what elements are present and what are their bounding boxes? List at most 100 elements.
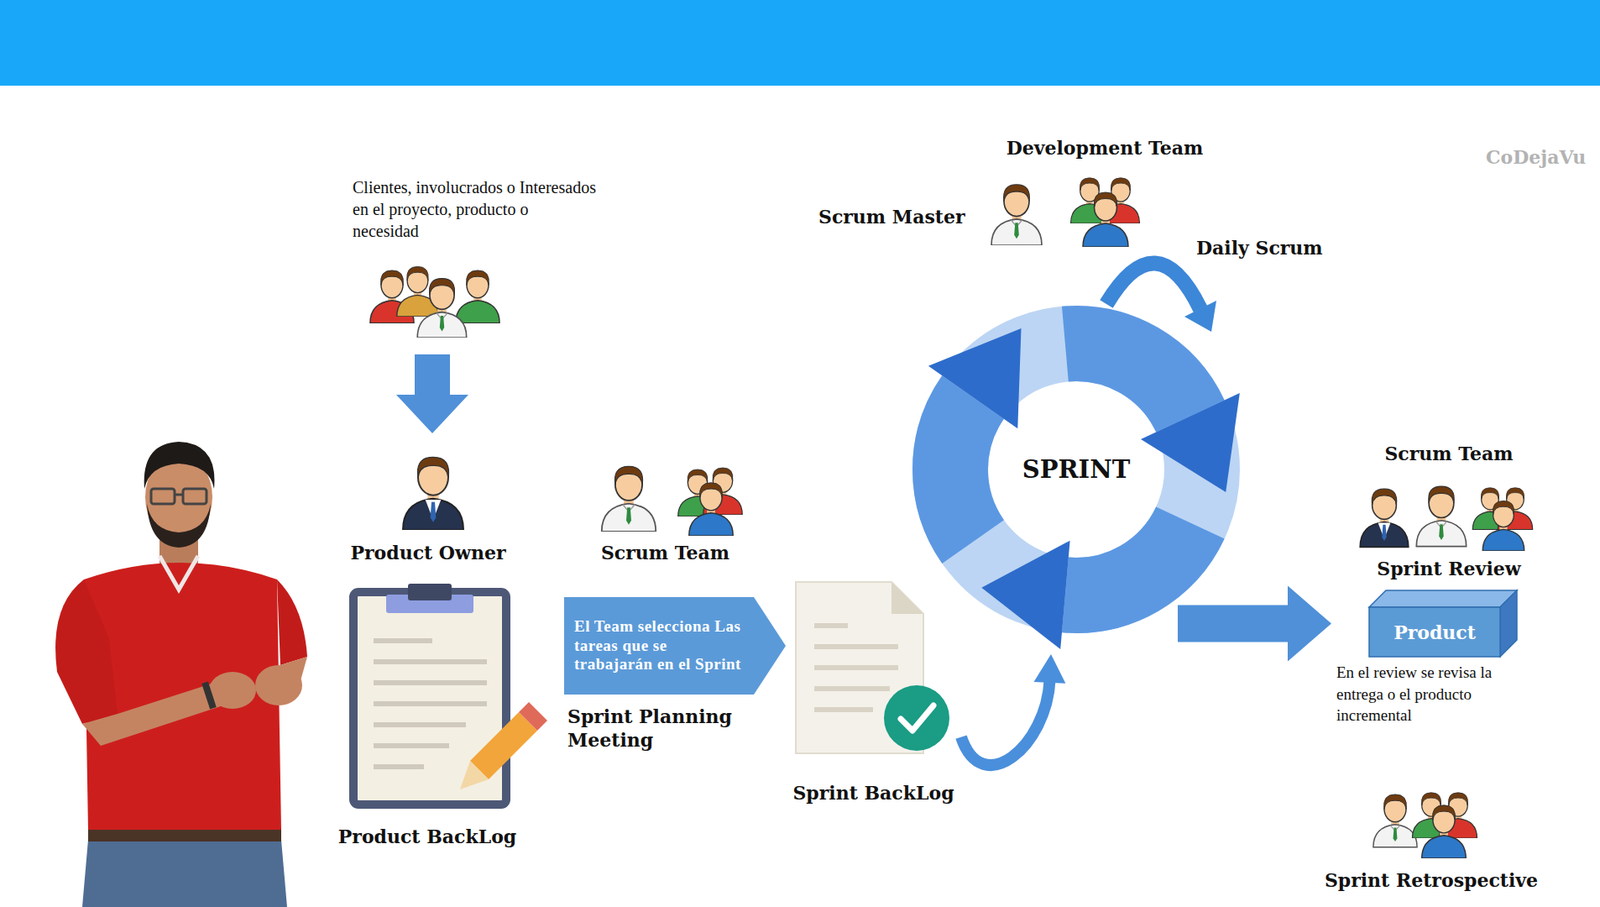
meeting-label: Sprint Planning Meeting	[567, 705, 765, 752]
text-line	[814, 706, 874, 712]
arrow-fill	[564, 596, 786, 695]
document-fold	[891, 581, 924, 614]
pencil-body	[470, 711, 538, 780]
person-icon	[1439, 792, 1478, 838]
clipboard-board	[353, 591, 507, 805]
forearm	[266, 656, 308, 699]
person-icon	[1412, 792, 1451, 838]
text-line	[373, 742, 450, 748]
text-line	[814, 622, 848, 628]
stakeholder-group: Clientes, involucrados o Interesados en …	[348, 176, 601, 345]
person-icon	[1416, 486, 1466, 547]
ring-head	[981, 540, 1070, 649]
person-icon	[1373, 794, 1417, 848]
loop-label: Daily Scrum	[1196, 236, 1323, 261]
head	[145, 453, 213, 541]
text-line	[814, 664, 899, 670]
fat-arrow	[396, 354, 469, 434]
ring-head	[928, 328, 1022, 429]
glasses	[151, 488, 175, 504]
glasses	[183, 488, 207, 504]
person-icon	[601, 465, 657, 532]
sprint-cycle: SPRINT	[874, 267, 1278, 671]
loop-head	[1184, 300, 1217, 332]
cube-front	[1369, 606, 1501, 657]
node-text: SPRINT	[1022, 454, 1131, 484]
text-line	[373, 721, 466, 727]
backlog-clipboard: Product BackLog	[332, 579, 523, 848]
sleeve	[55, 579, 118, 724]
ring-arc	[1065, 522, 1191, 596]
flow-arrow	[1177, 585, 1332, 662]
node-text: Clientes, involucrados o Interesados en …	[352, 176, 597, 242]
fat-arrow	[1177, 585, 1332, 662]
node-text: Sprint BackLog	[792, 781, 954, 806]
node-text: Product BackLog	[338, 825, 517, 849]
neck	[159, 527, 199, 565]
person-icon	[1359, 488, 1409, 547]
pencil-tip	[460, 760, 489, 790]
text-line	[814, 643, 899, 649]
node-text: El Team selecciona Las tareas que se tra…	[574, 616, 747, 675]
person-icon	[417, 278, 467, 338]
pencil-eraser	[518, 701, 548, 731]
header-bar	[0, 0, 1600, 86]
flow-arrow	[396, 354, 469, 434]
check-mark	[900, 705, 934, 731]
node-text: Sprint Retrospective	[1324, 868, 1538, 893]
person-icon	[1422, 805, 1467, 858]
person-icon	[397, 266, 440, 317]
clipboard	[353, 583, 548, 805]
person-icon	[1071, 177, 1109, 224]
note-text: En el review se revisa la entrega o el p…	[1336, 661, 1534, 727]
node-text: Product	[1393, 621, 1476, 644]
person-icon	[1482, 500, 1525, 551]
hair	[144, 441, 215, 489]
node-text: Product Owner	[350, 541, 506, 565]
text-line	[373, 658, 487, 665]
backlog-document: Sprint BackLog	[787, 579, 960, 805]
node-text: Sprint Review	[1376, 557, 1521, 581]
hand	[255, 664, 303, 706]
hand	[209, 671, 257, 709]
sleeve	[277, 579, 308, 665]
flow-arrow	[961, 653, 1066, 765]
document	[795, 581, 950, 753]
person-icon	[1082, 192, 1129, 247]
person-icon	[370, 270, 414, 324]
clip-bar	[386, 594, 474, 613]
text-line	[814, 685, 890, 691]
ring-head	[1140, 392, 1240, 492]
glasses-bridge	[174, 493, 184, 497]
team-group: Development Team	[994, 136, 1215, 249]
presenter-figure	[55, 441, 308, 907]
check-circle	[883, 684, 950, 751]
retrospective-group: Sprint Retrospective	[1305, 782, 1558, 892]
text-line	[373, 700, 487, 706]
forearm	[82, 681, 224, 746]
ring-arc	[950, 397, 973, 542]
curved-arrow-shaft	[961, 679, 1051, 765]
cube-top	[1369, 590, 1517, 607]
product-box: Product	[1369, 590, 1517, 657]
person-icon	[1497, 487, 1533, 530]
beard	[146, 503, 211, 548]
clip	[407, 583, 452, 601]
cube-side	[1500, 590, 1517, 657]
person-icon	[689, 482, 734, 536]
bracelet	[201, 681, 216, 710]
curved-arrow-head	[1034, 653, 1067, 684]
review-group: Scrum TeamSprint Review	[1351, 442, 1547, 581]
person-icon	[1102, 177, 1140, 224]
person-icon	[402, 456, 464, 530]
shirt	[83, 562, 282, 830]
node-text: Scrum Team	[601, 541, 730, 565]
person-icon	[1472, 487, 1507, 530]
team-group: Scrum Team	[579, 457, 752, 565]
text-line	[373, 637, 433, 644]
role-group: Scrum Master	[818, 178, 1050, 257]
text-line	[373, 763, 424, 769]
text-line	[373, 679, 487, 685]
